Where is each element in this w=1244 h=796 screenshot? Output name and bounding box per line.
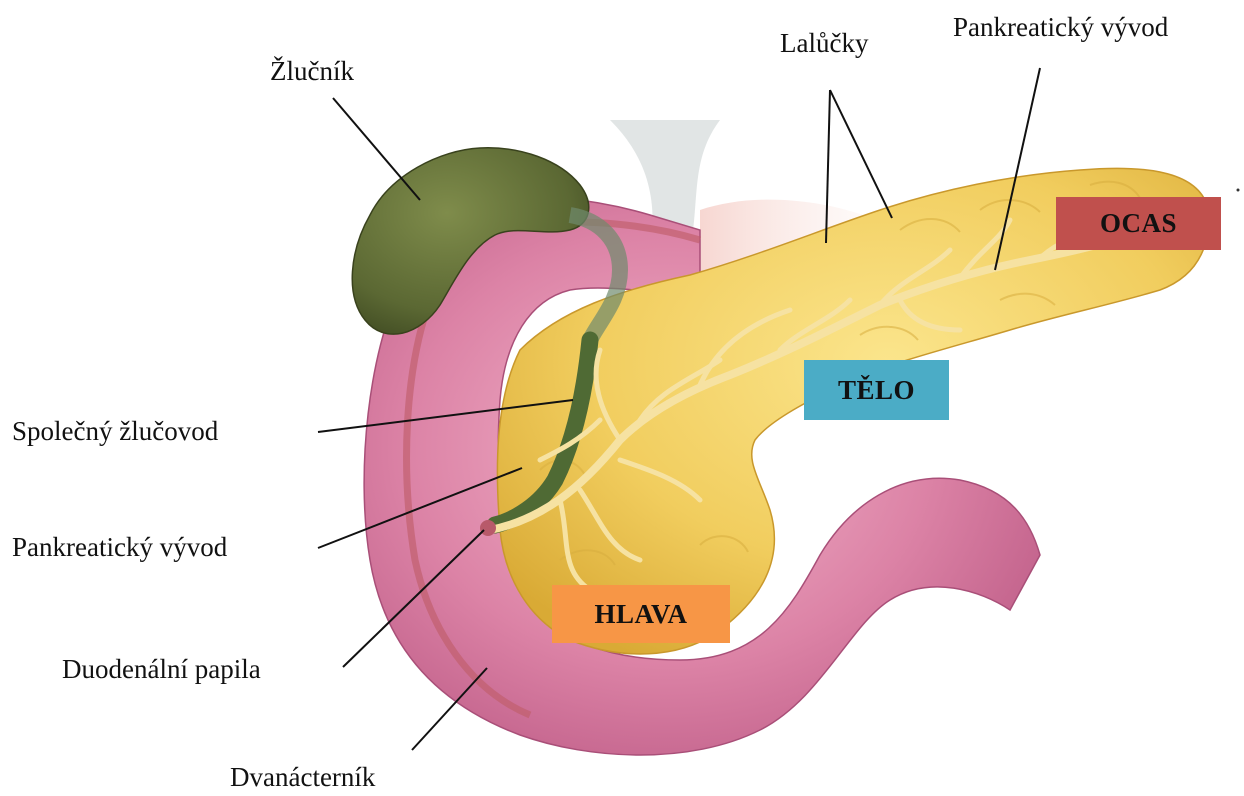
label-zlucnik: Žlučník (270, 58, 354, 85)
duodenal-papilla (480, 520, 496, 536)
label-dvanacternik: Dvanácterník (230, 764, 375, 791)
label-pankreaticky-vyvod-top: Pankreatický vývod (953, 14, 1168, 41)
region-label-telo: TĚLO (838, 375, 915, 406)
region-box-ocas: OCAS (1056, 197, 1221, 250)
region-box-telo: TĚLO (804, 360, 949, 420)
region-label-hlava: HLAVA (594, 599, 687, 630)
leader-line-lalucky-2 (830, 90, 892, 218)
label-lalucky: Lalůčky (780, 30, 868, 57)
label-spolecny-zlucovod: Společný žlučovod (12, 418, 218, 445)
label-duodenalni-papila: Duodenální papila (62, 656, 261, 683)
label-pankreaticky-vyvod-left: Pankreatický vývod (12, 534, 227, 561)
region-label-ocas: OCAS (1100, 208, 1177, 239)
stray-dot (1237, 189, 1240, 192)
region-box-hlava: HLAVA (552, 585, 730, 643)
leader-line-zlucnik (333, 98, 420, 200)
